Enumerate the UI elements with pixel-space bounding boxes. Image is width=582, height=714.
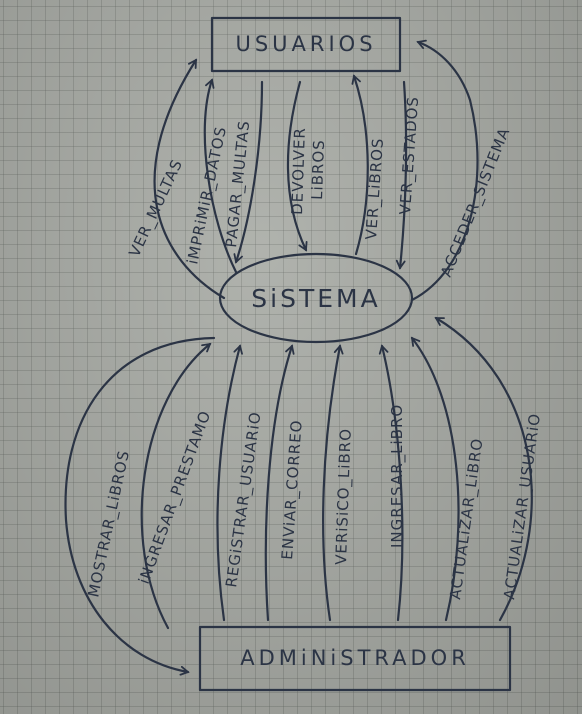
arrow-actualizar-libro: [410, 336, 460, 622]
arrow-ver-libros: [351, 74, 369, 256]
label-registrar-usuario: REGiSTRAR_USUARiO: [222, 410, 266, 588]
arrow-enviar-correo: [264, 344, 295, 622]
label-ver-libros: VER_LiBROS: [362, 137, 388, 240]
label-ver-estados: VER_ESTADOS: [396, 96, 423, 216]
label-actualizar-libro: ACTUALiZAR_LiBRO: [446, 437, 487, 601]
arrow-registrar-usuario: [216, 344, 243, 622]
arrow-devolver-libros: [286, 80, 308, 252]
label-ingresar-libro: INGRESAR_LiBRO: [388, 404, 407, 548]
usuarios-label: USUARIOS: [235, 32, 376, 56]
arrow-ver-multas: [153, 58, 226, 300]
arrow-verisico-libro: [322, 344, 344, 622]
arrow-acceder-sistema: [410, 39, 479, 302]
administrador-box: [198, 625, 512, 692]
arrow-mostrar-libros: [64, 336, 216, 676]
arrow-actualizar-usuario: [434, 316, 533, 622]
label-devolver: DEVOLVER: [288, 127, 309, 215]
label-mostrar-libros: MOSTRAR_LiBROS: [84, 448, 134, 599]
sistema-label: SiSTEMA: [251, 284, 380, 313]
arrow-ingresar-libro: [378, 344, 404, 622]
arrow-ingresar-prestamo: [140, 342, 212, 630]
sistema-ellipse: [218, 252, 414, 344]
administrador-node: ADMiNiSTRADOR: [198, 625, 512, 692]
label-ingresar-prestamo: iNGRESAR_PRESTAMO: [135, 408, 216, 587]
usuarios-box: [210, 16, 402, 73]
label-verisico-libro: VERiSiCO_LiBRO: [332, 428, 356, 565]
label-acceder-sistema: ACCEDER_SISTEMA: [437, 125, 514, 280]
label-enviar-correo: ENViAR_CORREO: [278, 419, 307, 560]
administrador-label: ADMiNiSTRADOR: [240, 646, 470, 670]
label-actualizar-usuario: ACTUALiZAR_USUARiO: [500, 412, 545, 601]
label-ver-multas: VER_MULTAS: [125, 156, 187, 260]
arrow-ver-estados: [395, 80, 408, 270]
arrow-imprimir-datos: [203, 78, 238, 274]
label-libros: LiBROS: [308, 139, 328, 200]
usuarios-node: USUARIOS: [210, 16, 402, 73]
arrow-pagar-multas: [233, 80, 264, 264]
sistema-node: SiSTEMA: [218, 252, 414, 344]
